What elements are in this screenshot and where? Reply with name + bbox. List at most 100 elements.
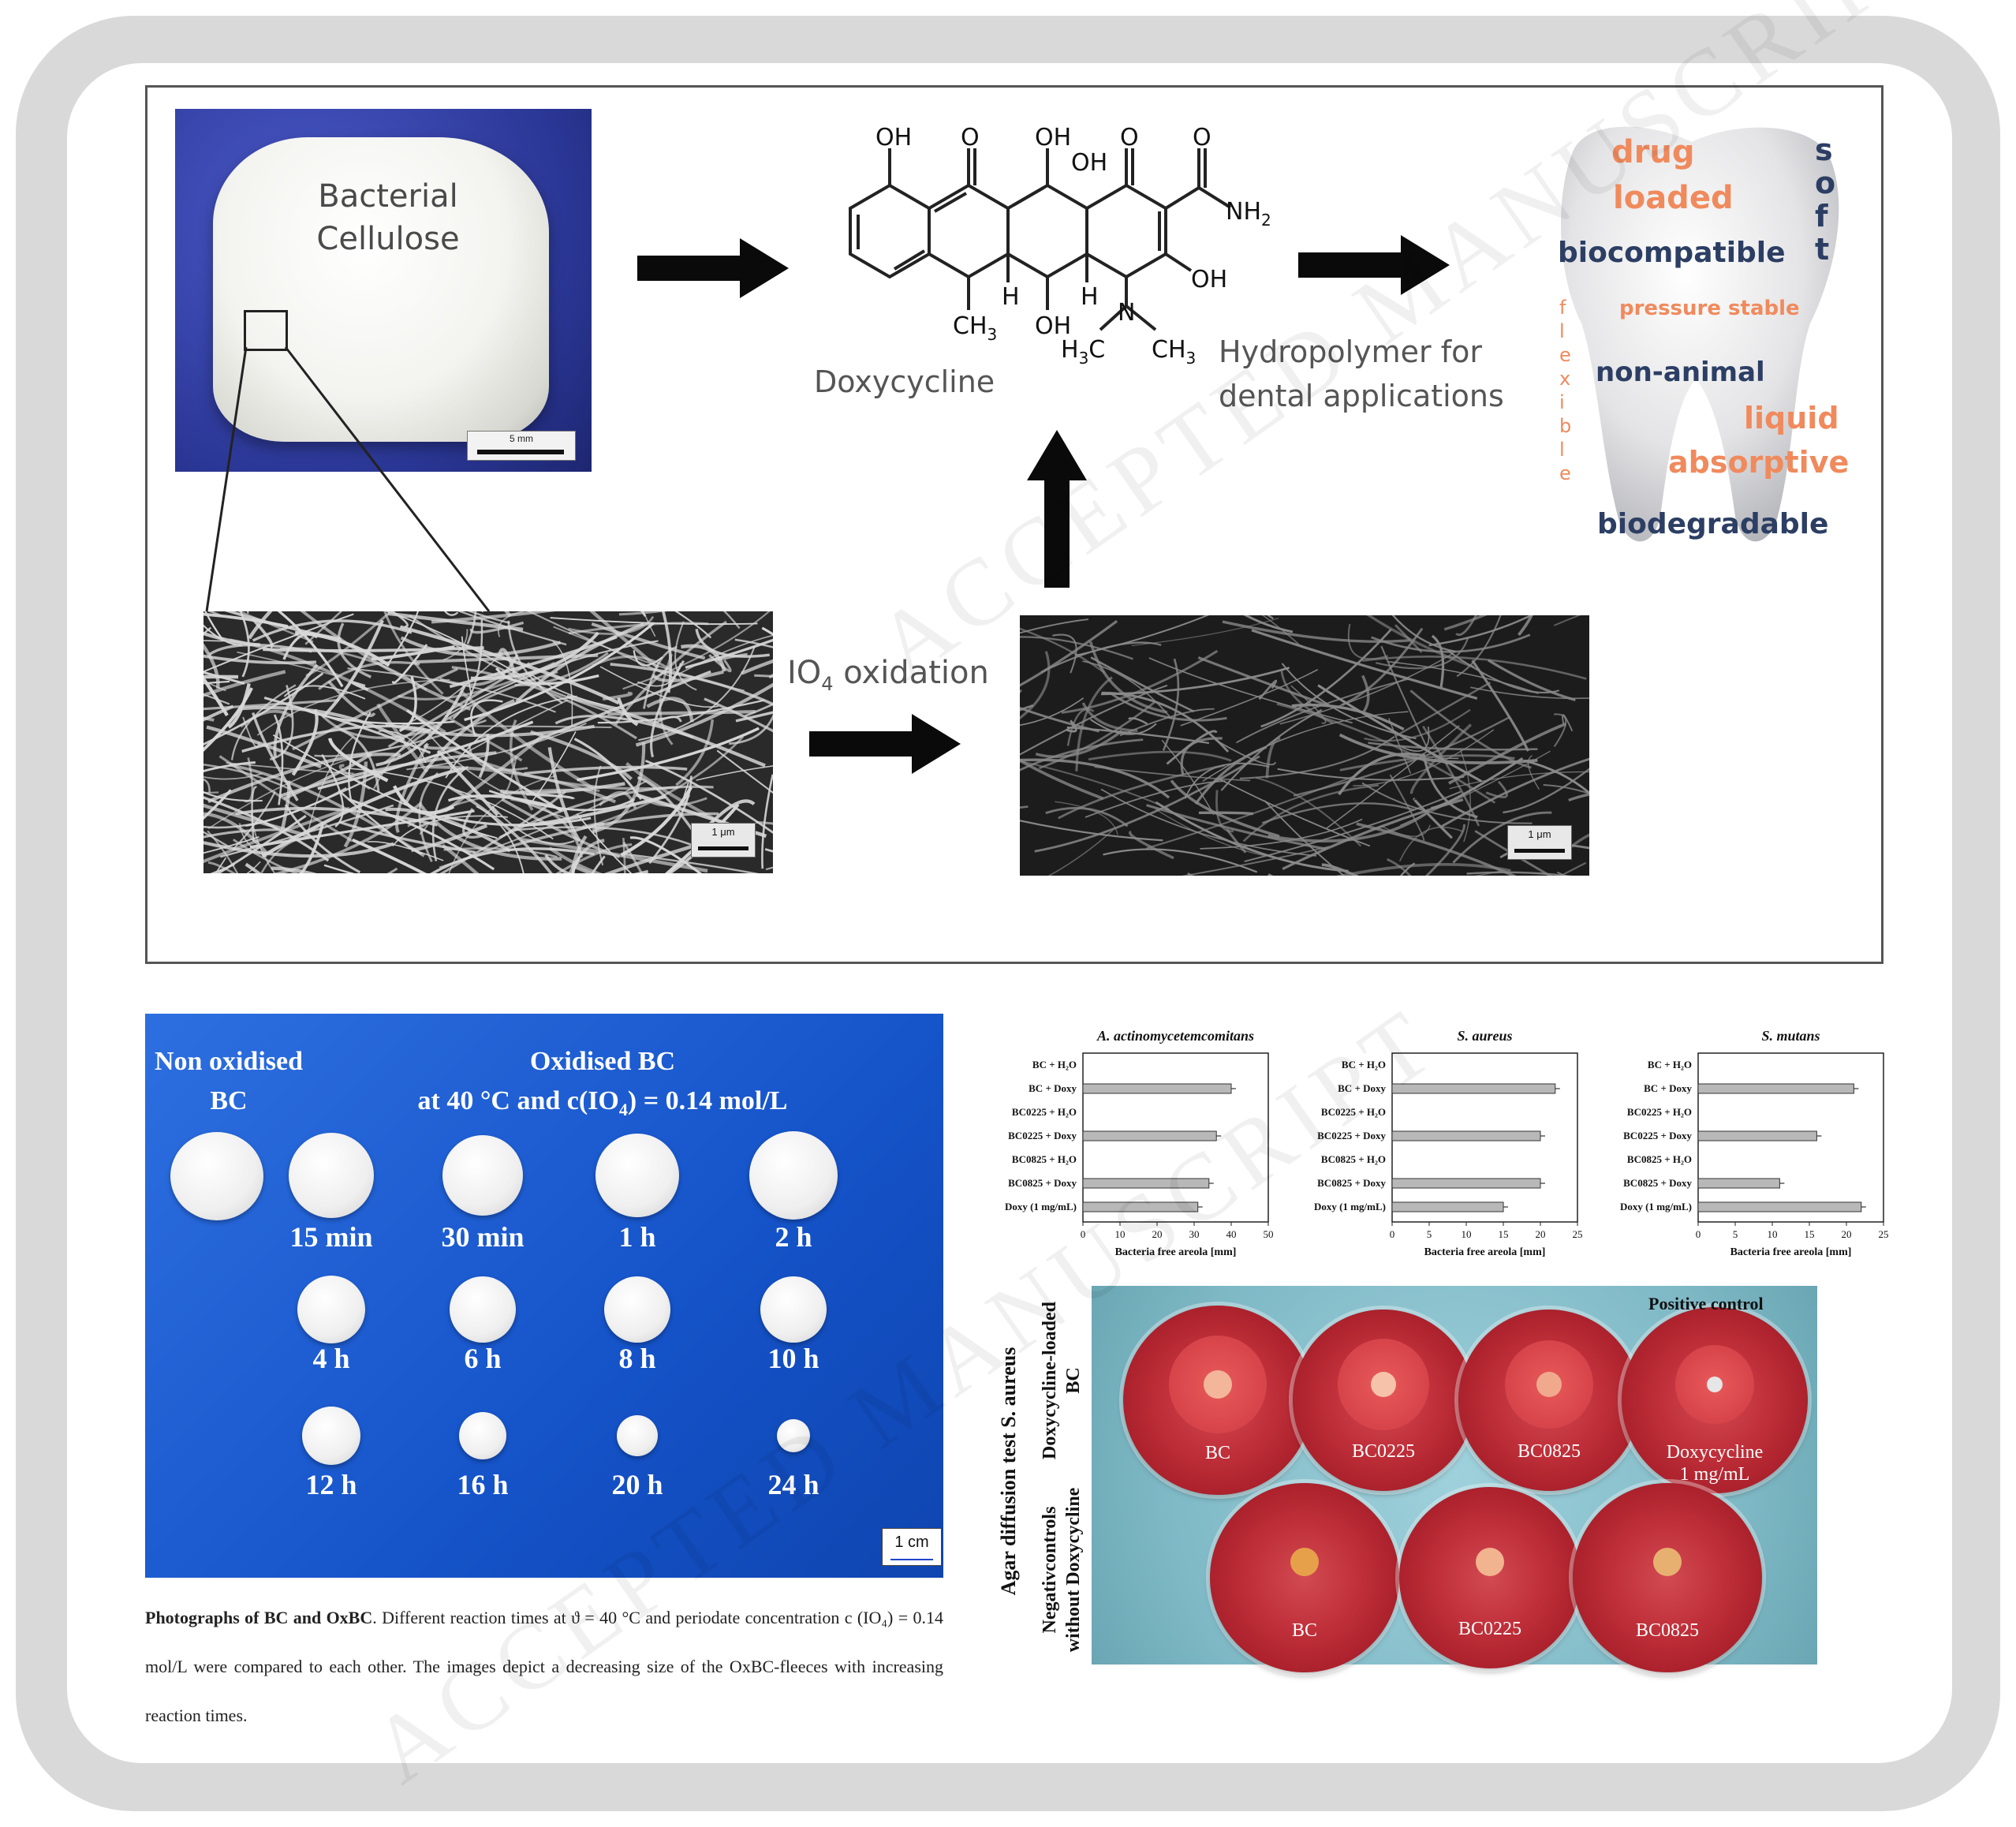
fibre xyxy=(1251,629,1478,700)
fibre xyxy=(1148,657,1353,724)
reaction-time-label: 8 h xyxy=(618,1343,656,1374)
fibre xyxy=(246,861,261,873)
fibre xyxy=(1422,753,1478,819)
fibre xyxy=(390,611,409,628)
chart-title: S. aureus xyxy=(1457,1028,1512,1044)
dish-label: BC0825 xyxy=(1517,1440,1581,1462)
category-label: BC + H₂O xyxy=(1648,1059,1692,1070)
fibre xyxy=(674,611,712,639)
fibre xyxy=(1155,808,1265,857)
fibre xyxy=(407,788,600,828)
zoom-inset-box xyxy=(244,310,288,351)
fibre xyxy=(317,720,534,790)
tick-label: 20 xyxy=(1152,1228,1163,1240)
fibre xyxy=(1180,669,1319,727)
fibre xyxy=(573,735,745,833)
svg-text:OH: OH xyxy=(875,124,912,151)
fibre xyxy=(237,651,337,677)
fibre xyxy=(323,864,355,873)
fibre xyxy=(307,737,353,835)
word-biocompatible: biocompatible xyxy=(1558,237,1786,269)
fibre xyxy=(252,619,413,642)
fibre xyxy=(1256,777,1362,847)
fibre xyxy=(273,801,423,873)
fibre xyxy=(756,820,773,825)
fibre xyxy=(215,814,307,873)
fibre xyxy=(507,620,563,704)
fibre xyxy=(321,619,384,719)
fibre xyxy=(470,699,503,737)
fibre xyxy=(1455,615,1477,637)
reaction-time-label: 1 h xyxy=(618,1221,656,1253)
tick-label: 0 xyxy=(1696,1228,1701,1240)
scale-bar: 1 cm xyxy=(882,1528,942,1566)
bar xyxy=(1391,1201,1504,1212)
fibre xyxy=(722,611,741,630)
fibre xyxy=(273,714,284,805)
reaction-time-label: 30 min xyxy=(441,1221,525,1253)
doxycycline-label: Doxycycline xyxy=(814,364,995,399)
fibre xyxy=(203,806,350,864)
letter: i xyxy=(1559,391,1565,413)
fibre xyxy=(447,794,564,811)
fibre xyxy=(203,643,220,689)
petri-dish xyxy=(1573,1483,1762,1672)
fibre xyxy=(734,638,773,648)
fibre xyxy=(1559,861,1587,876)
fibre xyxy=(444,815,592,827)
fibre xyxy=(1364,708,1471,742)
fibre xyxy=(1317,684,1483,783)
fibre xyxy=(1197,656,1335,709)
tooth-word-cloud: drug loaded biocompatible pressure stabl… xyxy=(1542,118,1850,560)
tick-label: 15 xyxy=(1805,1228,1815,1240)
cellulose-fleece xyxy=(213,137,549,442)
fibre xyxy=(203,772,263,780)
svg-text:H3C: H3C xyxy=(1061,336,1105,368)
word-loaded: loaded xyxy=(1613,180,1734,216)
fibre xyxy=(622,838,626,873)
fibre xyxy=(1020,820,1163,842)
fibre xyxy=(1391,615,1456,653)
sample-disk xyxy=(1536,1372,1562,1397)
fibre xyxy=(1066,719,1077,733)
svg-text:H: H xyxy=(1081,283,1099,311)
fibre xyxy=(1279,652,1454,725)
fibre xyxy=(1394,624,1423,653)
reaction-time-label: 2 h xyxy=(775,1221,812,1253)
fibre xyxy=(318,661,420,690)
fibre xyxy=(277,611,344,688)
fibre xyxy=(207,753,401,804)
petri-dish xyxy=(1210,1483,1399,1672)
fibre xyxy=(385,807,511,853)
fibre xyxy=(441,843,480,873)
fibre xyxy=(1020,707,1099,733)
fibre xyxy=(695,628,770,658)
reaction-time-label: 10 h xyxy=(767,1343,819,1374)
fibre xyxy=(741,659,773,675)
sample-disk xyxy=(1290,1548,1319,1576)
fibre xyxy=(761,774,773,869)
letter: l xyxy=(1559,439,1565,461)
fibre xyxy=(1020,805,1029,809)
fibre xyxy=(1568,793,1589,802)
fibre xyxy=(1335,863,1511,876)
fibre xyxy=(1089,719,1157,735)
letter: f xyxy=(1815,199,1828,234)
fibre xyxy=(1039,701,1156,770)
fibre xyxy=(1020,758,1170,799)
fibre xyxy=(646,697,694,723)
fibre xyxy=(261,766,465,858)
fleece xyxy=(442,1135,523,1216)
fibre xyxy=(203,631,260,647)
fibre xyxy=(378,730,427,764)
dish-label: BC0225 xyxy=(1458,1618,1521,1639)
fleece xyxy=(617,1415,658,1456)
fibre xyxy=(618,611,668,616)
fleece xyxy=(459,1412,506,1459)
oxidised-label: Oxidised BC at 40 °C and c(IO4) = 0.14 m… xyxy=(417,1047,788,1119)
fibre xyxy=(314,719,487,757)
fibre xyxy=(544,854,649,873)
fibre xyxy=(675,719,715,786)
svg-text:OH: OH xyxy=(1191,266,1227,293)
